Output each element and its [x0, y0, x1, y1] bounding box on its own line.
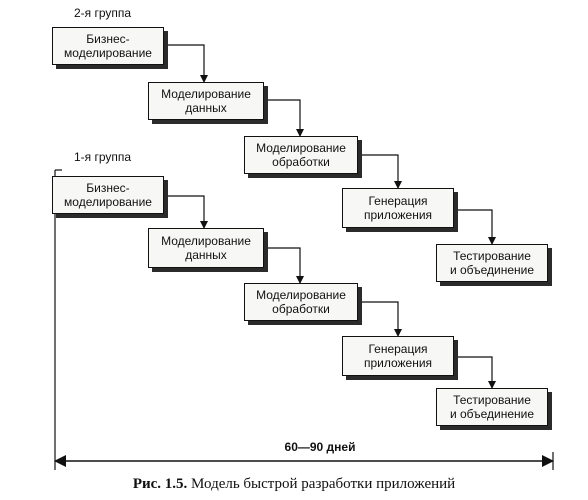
group2-arrow-1 — [165, 44, 208, 83]
step-line-1: Генерация — [368, 194, 428, 208]
step-line-1: Тестирование — [453, 249, 531, 263]
figure-caption-text: Модель быстрой разработки приложений — [187, 476, 456, 492]
step-line-2: данных — [185, 101, 227, 115]
group2-arrow-3 — [358, 154, 402, 189]
step-line-2: моделирование — [64, 195, 152, 209]
step-line-2: обработки — [272, 155, 330, 169]
step-line-2: моделирование — [64, 46, 152, 60]
step-line-1: Моделирование — [161, 87, 251, 101]
step-line-2: и объединение — [449, 263, 535, 277]
step-line-1: Моделирование — [161, 234, 251, 248]
step-line-1: Бизнес- — [86, 32, 130, 46]
step-line-2: приложения — [363, 356, 433, 370]
figure-number: Рис. 1.5. — [132, 476, 188, 492]
group2-arrow-4 — [455, 209, 496, 245]
group1-arrow-3 — [358, 301, 402, 337]
group2-step-business-modeling: Бизнес-моделирование — [52, 27, 164, 65]
group1-title: 1-я группа — [74, 150, 132, 164]
group2-arrow-2 — [265, 99, 304, 137]
step-line-2: данных — [185, 248, 227, 262]
step-line-1: Моделирование — [256, 288, 346, 302]
step-line-2: приложения — [363, 208, 433, 222]
group2-title: 2-я группа — [74, 6, 132, 20]
step-line-1: Бизнес- — [86, 181, 130, 195]
figure-caption: Рис. 1.5. Модель быстрой разработки прил… — [0, 476, 588, 493]
duration-arrow-left-head — [54, 455, 66, 467]
step-line-2: обработки — [272, 302, 330, 316]
step-line-1: Тестирование — [453, 393, 531, 407]
group1-arrow-2 — [265, 247, 304, 284]
group1-step-business-modeling: Бизнес-моделирование — [52, 176, 164, 214]
duration-arrow-right-head — [542, 455, 554, 467]
duration-label: 60—90 дней — [284, 440, 356, 454]
step-line-1: Моделирование — [256, 141, 346, 155]
step-line-1: Генерация — [368, 342, 428, 356]
step-line-2: и объединение — [449, 407, 535, 421]
group1-arrow-1 — [165, 195, 208, 229]
group1-arrow-4 — [455, 356, 496, 389]
